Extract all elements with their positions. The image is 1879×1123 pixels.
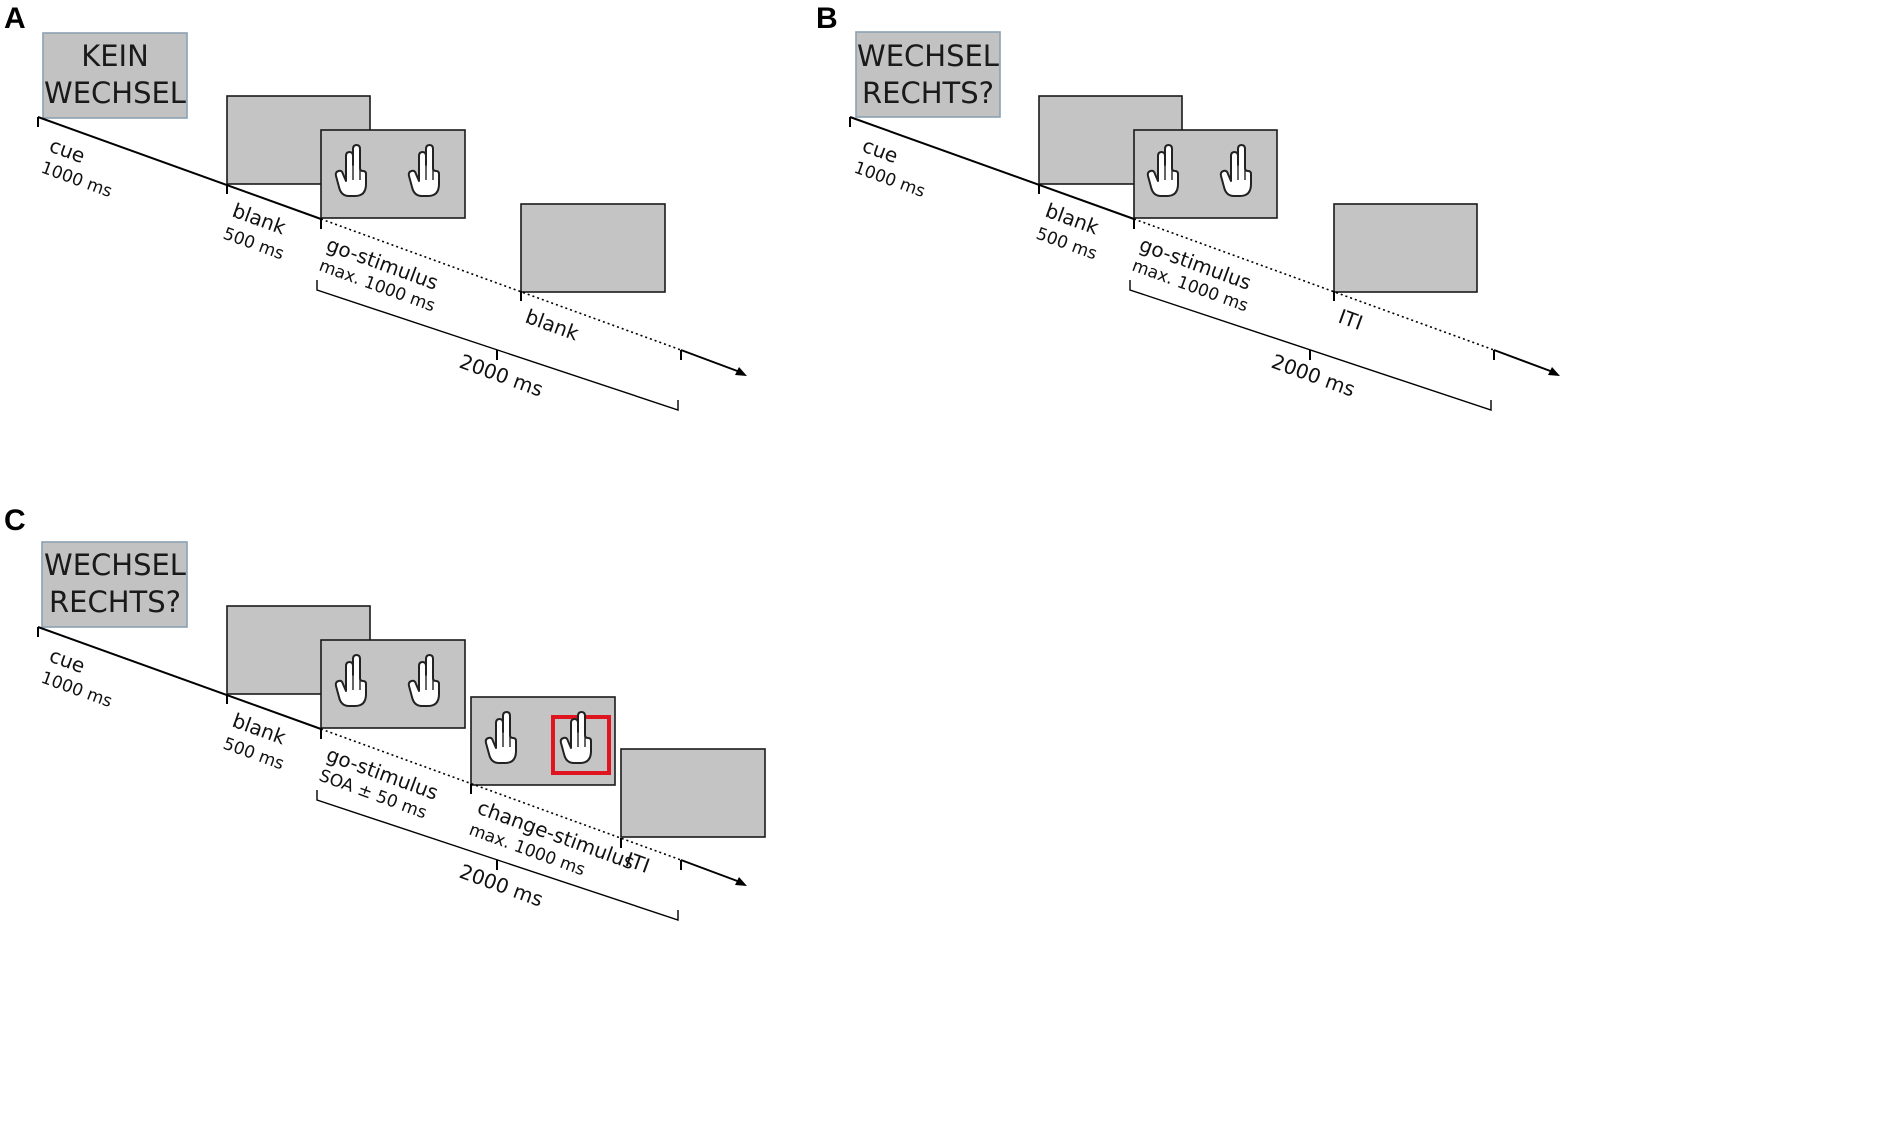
cue-text-line-1: KEIN [81, 39, 149, 73]
cue-text-line-1: WECHSEL [857, 39, 999, 73]
panel-b: B WECHSEL RECHTS? cue 1000 ms blank 500 … [816, 2, 1560, 411]
cue-screen [42, 32, 188, 119]
timeline-arrow-line [680, 349, 741, 373]
arrowhead-icon [1548, 367, 1560, 376]
timeline-dotted [320, 728, 682, 861]
timeline-dotted [1133, 218, 1495, 351]
panel-c: C WECHSEL RECHTS? cue 1000 ms blank 500 … [4, 504, 766, 921]
timeline-solid [849, 116, 1135, 220]
panel-a: A KEIN WECHSEL cue 1000 ms blank 500 ms … [4, 2, 747, 411]
cue-screen [855, 31, 1001, 118]
blank-end-screen [520, 203, 666, 293]
timeline-dotted [320, 218, 682, 351]
duration-bracket [1129, 280, 1492, 411]
cue-text-line-2: RECHTS? [49, 585, 181, 619]
cue-text-line-2: RECHTS? [862, 76, 994, 110]
label-duration: 2000 ms [1268, 349, 1358, 401]
panel-letter-c: C [4, 504, 26, 537]
label-end: blank [522, 304, 582, 345]
cue-text-line-2: WECHSEL [44, 76, 186, 110]
panel-letter-b: B [816, 2, 838, 35]
cue-screen [41, 541, 188, 628]
arrowhead-icon [735, 367, 747, 376]
label-duration: 2000 ms [456, 859, 546, 911]
timeline-solid [37, 626, 322, 730]
label-duration: 2000 ms [456, 349, 546, 401]
timeline-arrow-line [1493, 349, 1554, 373]
arrowhead-icon [735, 877, 747, 886]
cue-text-line-1: WECHSEL [44, 548, 186, 582]
timeline-arrow-line [680, 859, 741, 883]
panel-letter-a: A [4, 2, 26, 35]
timeline-solid [37, 116, 322, 220]
label-end: ITI [1335, 304, 1366, 335]
iti-screen [1333, 203, 1478, 293]
iti-screen [620, 748, 766, 838]
duration-bracket [316, 280, 679, 411]
